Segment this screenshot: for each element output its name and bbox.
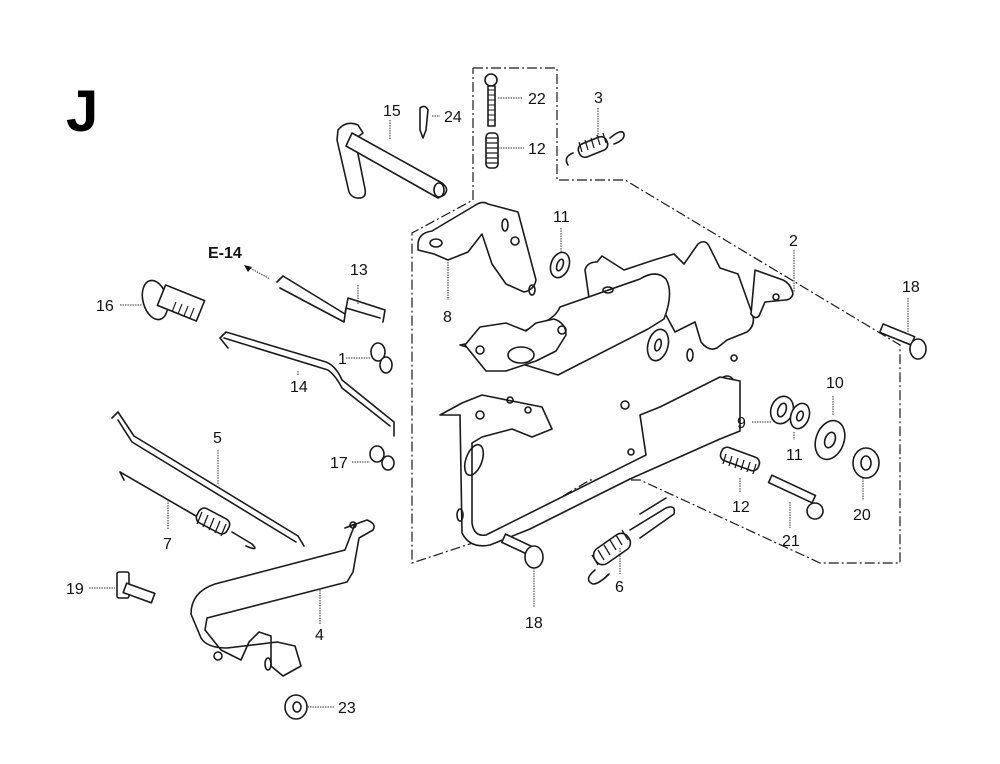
callout-18-right[interactable]: 18 <box>902 279 920 296</box>
part-4-lever[interactable] <box>190 519 375 677</box>
part-12-spring-top[interactable] <box>485 132 499 169</box>
callout-12-top[interactable]: 12 <box>528 141 546 158</box>
part-18-bolt-lower[interactable] <box>500 533 544 569</box>
callout-8[interactable]: 8 <box>443 309 452 326</box>
callout-9[interactable]: 9 <box>737 415 746 432</box>
part-12-spring-lower[interactable] <box>719 446 761 475</box>
part-8-plate[interactable] <box>417 201 537 296</box>
callout-18-lower[interactable]: 18 <box>525 615 543 632</box>
part-16-knob[interactable] <box>138 278 206 323</box>
callout-21[interactable]: 21 <box>782 533 800 550</box>
assembly-boundary <box>411 67 901 564</box>
part-1-clip[interactable] <box>370 342 393 374</box>
section-letter: J <box>66 79 98 144</box>
part-22-screw[interactable] <box>484 73 498 127</box>
reference-link-e14[interactable]: E-14 <box>208 245 271 280</box>
callout-7[interactable]: 7 <box>163 536 172 553</box>
callout-19[interactable]: 19 <box>66 581 84 598</box>
part-17-clip[interactable] <box>369 445 395 471</box>
part-11-washer-lower[interactable] <box>787 401 813 432</box>
callout-15[interactable]: 15 <box>383 103 401 120</box>
part-13-rod[interactable] <box>276 275 386 323</box>
part-24-clip[interactable] <box>419 105 429 139</box>
callout-2[interactable]: 2 <box>789 233 798 250</box>
callout-14[interactable]: 14 <box>290 379 308 396</box>
part-5-rod[interactable] <box>111 411 305 547</box>
callout-12-lower[interactable]: 12 <box>732 499 750 516</box>
part-18-bolt-right[interactable] <box>878 323 927 360</box>
callout-13[interactable]: 13 <box>350 262 368 279</box>
part-10-pulley[interactable] <box>810 416 850 463</box>
reference-link-label[interactable]: E-14 <box>208 245 242 262</box>
part-7-spring-rod[interactable] <box>119 471 256 550</box>
part-governor-plate <box>464 318 567 372</box>
callout-22[interactable]: 22 <box>528 91 546 108</box>
part-21-screw[interactable] <box>767 474 824 520</box>
part-9-washer[interactable] <box>767 393 797 427</box>
callout-1[interactable]: 1 <box>338 351 347 368</box>
part-14-rod[interactable] <box>219 331 395 437</box>
part-6-spring[interactable] <box>587 497 676 585</box>
callouts: 15 24 22 12 3 11 2 18 8 13 16 1 14 5 17 … <box>66 90 920 717</box>
part-11-washer-top[interactable] <box>547 250 573 281</box>
callout-11-lower[interactable]: 11 <box>786 447 803 464</box>
callout-17[interactable]: 17 <box>330 455 348 472</box>
part-19-bolt[interactable] <box>116 571 156 604</box>
part-3-spring[interactable] <box>565 130 625 166</box>
callout-5[interactable]: 5 <box>213 430 222 447</box>
callout-24[interactable]: 24 <box>444 109 462 126</box>
part-20-nut[interactable] <box>852 447 880 479</box>
callout-3[interactable]: 3 <box>594 90 603 107</box>
callout-23[interactable]: 23 <box>338 700 356 717</box>
callout-4[interactable]: 4 <box>315 627 324 644</box>
arrow-left-icon <box>244 265 252 272</box>
part-23-nut[interactable] <box>284 694 308 720</box>
callout-10[interactable]: 10 <box>826 375 844 392</box>
callout-16[interactable]: 16 <box>96 298 114 315</box>
callout-6[interactable]: 6 <box>615 579 624 596</box>
leader-lines <box>89 97 909 708</box>
callout-11-top[interactable]: 11 <box>553 209 570 226</box>
callout-20[interactable]: 20 <box>853 507 871 524</box>
part-lower-bracket <box>439 376 741 547</box>
part-15-choke-lever[interactable] <box>336 122 448 199</box>
